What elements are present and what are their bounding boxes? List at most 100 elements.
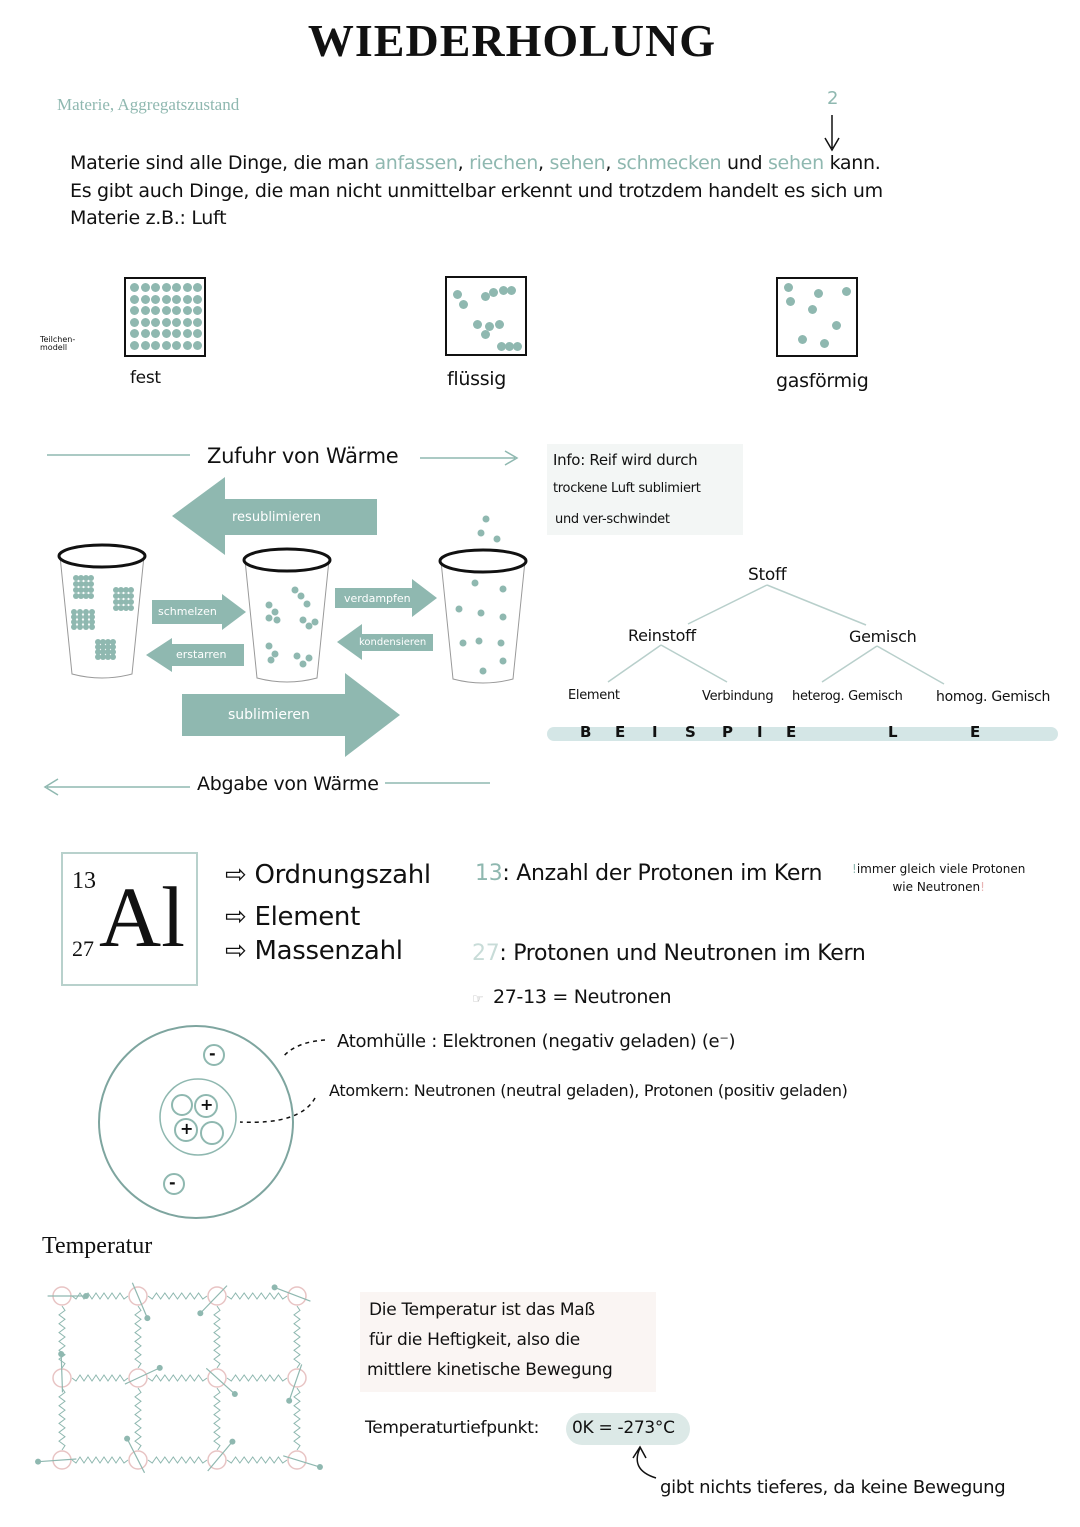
particle [83,614,89,620]
spring [147,1292,208,1300]
tree-edge [766,584,867,626]
gas-particle-box [776,277,858,357]
particle [130,317,139,327]
cup-rim [242,547,332,573]
proton [174,1118,198,1142]
verdampfen-arrow [335,579,437,617]
particle [193,340,202,350]
particle [130,294,139,304]
particle [820,339,829,348]
motion-arrow-head [286,1397,293,1404]
tree-leaf-heterog: heterog. Gemisch [792,689,903,704]
particle [273,616,281,624]
particle [193,294,202,304]
cup-rim [57,543,147,569]
particle [182,340,192,350]
particle [88,593,94,599]
particle [151,329,160,338]
particle [507,286,516,295]
cup [438,515,528,684]
proton-sign: + [200,1095,214,1114]
motion-arrow-head [83,1293,89,1299]
particle [172,294,181,304]
particle [172,283,181,292]
motion-arrow-head [35,1458,42,1465]
particle [161,317,171,327]
particle [513,342,522,351]
particle [499,286,508,295]
spring [226,1292,288,1300]
intro-line-2: Es gibt auch Dinge, die man nicht unmitt… [70,180,883,202]
particle [479,667,487,675]
electron-sign: - [169,1173,176,1192]
note-line: wie Neutronen [892,880,981,894]
particle [505,342,514,351]
info-box [547,444,743,535]
particle [118,593,124,599]
electron-sign: - [209,1044,216,1063]
particle [842,287,851,296]
banner-letter: L [888,723,898,741]
particle [130,283,139,292]
particle [88,575,94,581]
tree-edge [821,645,878,683]
motion-arrow-head [156,1364,163,1371]
pointing-hand-icon: ☞ [472,992,488,1007]
atom-shell [98,1025,294,1219]
label-text: Element [254,902,360,932]
intro-text: Materie sind alle Dinge, die man [70,152,375,174]
particle [83,575,89,581]
particle [473,320,482,329]
particle [267,656,275,664]
particle [172,317,181,327]
particle [265,614,273,622]
particle [73,593,79,599]
particle [128,587,134,593]
annotation-number: 2 [827,88,839,109]
particle [89,614,95,620]
spring [213,1387,221,1451]
keyword: sehen [549,152,606,174]
erstarren-label: erstarren [176,648,227,661]
cup-body [440,560,526,684]
state-label-liquid: flüssig [447,368,507,390]
spring [147,1374,208,1382]
particle [83,619,89,625]
particle [123,587,129,593]
tree-leaf-homog: homog. Gemisch [936,689,1051,705]
hollow-arrow-icon: ⇨ [225,936,255,966]
particle [113,587,119,593]
particle [182,283,192,292]
particle [305,654,313,662]
neutron [200,1121,224,1145]
desc-text: : Protonen und Neutronen im Kern [499,941,866,966]
heat-out-label: Abgabe von Wärme [197,773,379,795]
particle [459,300,468,309]
particle [130,340,139,350]
particle [100,654,106,660]
particle [71,619,77,625]
hollow-arrow-icon: ⇨ [225,860,255,890]
element-symbol: Al [99,869,185,965]
particle [798,335,807,344]
motion-arrow [283,1455,321,1468]
tree-edge [607,644,662,683]
motion-arrow [288,1364,303,1401]
atom-shell-text: Atomhülle : Elektronen (negativ geladen)… [337,1031,736,1052]
particle [303,600,311,608]
particle [477,609,485,617]
spring [134,1305,142,1369]
note: !immer gleich viele Protonen wie Neutron… [852,860,1025,896]
particle [305,622,313,630]
banner-letter: E [615,723,626,741]
definition-line-3: mittlere kinetische Bewegung [367,1360,613,1380]
schmelzen-arrow [152,594,246,630]
spring [71,1292,129,1300]
particle [475,637,483,645]
particle [140,329,150,338]
mass-number: 27 [72,936,94,961]
motion-arrow [199,1285,228,1314]
